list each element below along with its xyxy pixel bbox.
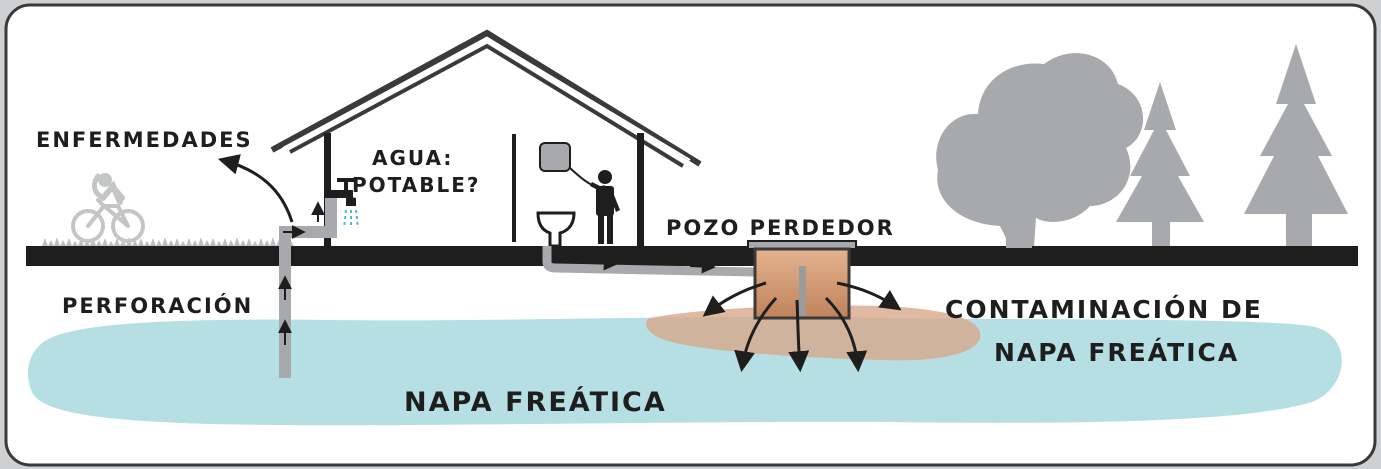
ground-surface <box>26 246 1358 266</box>
pine-tree-icon <box>1244 44 1348 246</box>
label-contaminacion: CONTAMINACIÓN DE <box>945 294 1263 324</box>
water-drops <box>343 209 359 229</box>
label-contaminacion-napa: NAPA FREÁTICA <box>994 338 1239 367</box>
person-icon <box>590 170 620 244</box>
groundwater-layer <box>27 316 1342 426</box>
label-pozo-perdedor: POZO PERDEDOR <box>666 216 895 240</box>
sewage-flow-arrow-2 <box>689 259 716 274</box>
house-wall-right <box>637 133 644 246</box>
sewage-pipe <box>542 246 756 277</box>
toilet-tank <box>539 142 571 172</box>
seepage-arrows <box>702 281 902 373</box>
label-napa-freatica: NAPA FREÁTICA <box>404 386 667 418</box>
tree-icon <box>936 53 1144 248</box>
label-perforacion: PERFORACIÓN <box>62 293 253 318</box>
pine-tree-icon <box>1116 82 1204 246</box>
interior-partition <box>512 134 516 242</box>
label-enfermedades: ENFERMEDADES <box>36 128 253 152</box>
cesspit-divider <box>799 266 806 316</box>
sewage-flow-arrow-1 <box>591 256 618 271</box>
well-pipe <box>279 238 291 378</box>
label-potable: POTABLE? <box>352 173 480 197</box>
house-roof-inner <box>282 36 691 161</box>
toilet-icon <box>536 211 576 248</box>
cyclist-icon <box>71 173 145 243</box>
house-roof <box>270 29 702 167</box>
house-wall-left <box>324 133 331 246</box>
disease-arrow <box>217 154 294 223</box>
faucet-icon <box>325 178 356 206</box>
label-agua: AGUA: <box>372 146 453 170</box>
house-roof-line <box>289 43 685 168</box>
contamination-plume <box>645 305 981 361</box>
grass <box>42 237 294 246</box>
